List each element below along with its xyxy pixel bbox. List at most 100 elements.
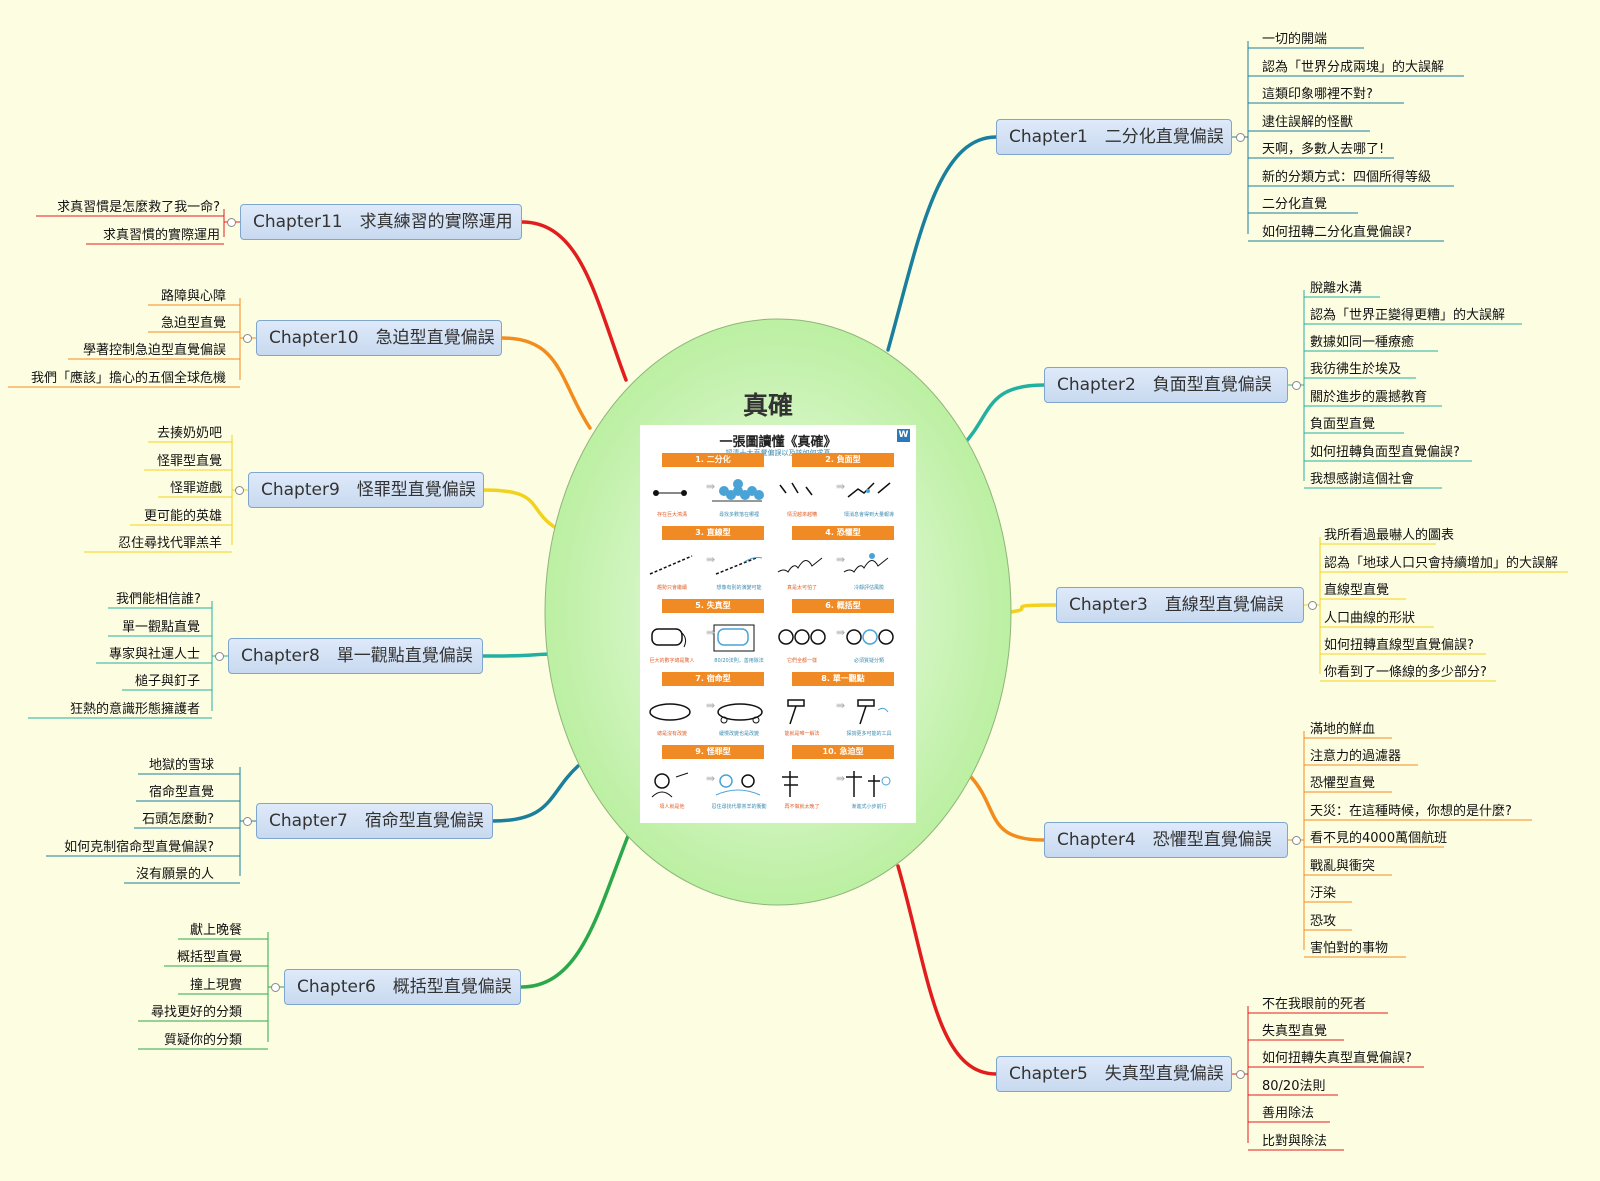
ch10-subtopic[interactable]: 學著控制急迫型直覺偏誤 [82, 343, 226, 358]
ch1-subtopic[interactable]: 逮住誤解的怪獸 [1262, 115, 1354, 130]
infographic-caption-problem: 存在巨大鴻溝 [656, 512, 687, 518]
ch6-subtopic[interactable]: 獻上晚餐 [189, 923, 242, 938]
ch11-collapse-toggle[interactable] [227, 217, 236, 227]
ch3-subtopic[interactable]: 你看到了一條線的多少部分? [1324, 665, 1487, 680]
ch8-connector [481, 652, 552, 658]
central-topic-title[interactable]: 真確 [743, 391, 794, 420]
ch7-subtopic[interactable]: 如何克制宿命型直覺偏誤? [64, 840, 214, 855]
ch4-collapse-toggle[interactable] [1292, 835, 1301, 845]
ch6-subtopic[interactable]: 質疑你的分類 [163, 1033, 242, 1048]
ch5-collapse-toggle[interactable] [1236, 1069, 1245, 1079]
ch5-subtopic[interactable]: 80/20法則 [1262, 1079, 1326, 1094]
ch3-topic[interactable]: Chapter3 直線型直覺偏誤 [1056, 587, 1304, 623]
ch4-subtopic[interactable]: 汙染 [1310, 886, 1337, 901]
ch6-collapse-toggle[interactable] [271, 982, 280, 992]
ch4-subtopic[interactable]: 戰亂與衝突 [1310, 859, 1376, 874]
ch1-connector [886, 135, 998, 352]
ch1-subtopic[interactable]: 天啊，多數人去哪了! [1262, 142, 1385, 157]
ch8-subtopic[interactable]: 槌子與釘子 [134, 674, 200, 689]
ch9-subtopic[interactable]: 忍住尋找代罪羔羊 [117, 536, 222, 551]
ch2-subtopic[interactable]: 數據如同一種療癒 [1310, 335, 1415, 350]
ch1-subtopic[interactable]: 這類印象哪裡不對? [1262, 87, 1373, 102]
ch4-subtopic[interactable]: 滿地的鮮血 [1310, 722, 1376, 737]
ch2-subtopic[interactable]: 關於進步的震撼教育 [1310, 390, 1428, 405]
infographic-cell-label: 10. 急迫型 [792, 745, 894, 759]
ch4-subtopic[interactable]: 害怕對的事物 [1310, 941, 1389, 956]
infographic-pictogram-icon [787, 699, 889, 725]
ch10-subtopic[interactable]: 路障與心障 [160, 289, 226, 304]
ch10-subtopic[interactable]: 我們「應該」擔心的五個全球危機 [30, 371, 226, 386]
infographic-image: 一張圖讀懂《真確》 認清十大直覺偏誤以及該如何求真 W 1. 二分化⇛存在巨大鴻… [640, 425, 916, 823]
ch9-subtopic[interactable]: 去揍奶奶吧 [156, 426, 222, 441]
ch2-subtopic[interactable]: 認為「世界正變得更糟」的大誤解 [1310, 308, 1506, 323]
ch8-subtopic[interactable]: 專家與社運人士 [108, 647, 200, 662]
ch10-collapse-toggle[interactable] [243, 333, 252, 343]
ch2-subtopic[interactable]: 負面型直覺 [1310, 417, 1376, 432]
ch8-topic[interactable]: Chapter8 單一觀點直覺偏誤 [228, 638, 483, 674]
ch3-subtopic[interactable]: 認為「地球人口只會持續增加」的大誤解 [1324, 556, 1559, 571]
ch4-subtopic[interactable]: 恐攻 [1310, 914, 1337, 929]
ch8-subtopic[interactable]: 單一觀點直覺 [121, 620, 200, 635]
ch4-topic[interactable]: Chapter4 恐懼型直覺偏誤 [1044, 822, 1288, 858]
ch3-subtopic[interactable]: 直線型直覺 [1324, 583, 1390, 598]
ch9-subtopic[interactable]: 怪罪遊戲 [169, 481, 222, 496]
ch1-subtopic[interactable]: 新的分類方式：四個所得等級 [1262, 170, 1432, 185]
ch6-topic[interactable]: Chapter6 概括型直覺偏誤 [284, 969, 521, 1005]
ch1-subtopic[interactable]: 如何扭轉二分化直覺偏誤? [1262, 225, 1412, 240]
ch4-connector [968, 774, 1046, 842]
ch5-topic[interactable]: Chapter5 失真型直覺偏誤 [996, 1056, 1232, 1092]
ch5-subtopic[interactable]: 不在我眼前的死者 [1262, 997, 1367, 1012]
ch2-subtopic[interactable]: 我彷彿生於埃及 [1310, 362, 1402, 377]
ch8-subtopic[interactable]: 狂熱的意識形態擁護者 [69, 702, 200, 717]
ch3-collapse-toggle[interactable] [1308, 600, 1317, 610]
ch11-subtopic[interactable]: 求真習慣是怎麼救了我一命? [57, 200, 220, 215]
ch5-subtopic[interactable]: 比對與除法 [1262, 1134, 1328, 1149]
infographic-cell-label: 6. 概括型 [792, 599, 894, 613]
ch2-subtopic[interactable]: 我想感謝這個社會 [1310, 472, 1415, 487]
infographic-caption-solution: 壞消息會得到大量報導 [843, 512, 894, 518]
ch5-subtopic[interactable]: 如何扭轉失真型直覺偏誤? [1262, 1051, 1412, 1066]
ch2-subtopic[interactable]: 脫離水溝 [1310, 281, 1363, 296]
infographic-caption-problem: 趨勢只會繼續 [656, 585, 687, 591]
ch9-subtopic[interactable]: 怪罪型直覺 [156, 454, 222, 469]
ch2-topic[interactable]: Chapter2 負面型直覺偏誤 [1044, 367, 1288, 403]
ch4-subtopic[interactable]: 注意力的過濾器 [1310, 749, 1402, 764]
ch3-subtopic[interactable]: 如何扭轉直線型直覺偏誤? [1324, 638, 1474, 653]
ch10-topic[interactable]: Chapter10 急迫型直覺偏誤 [256, 320, 502, 356]
ch6-subtopic[interactable]: 概括型直覺 [176, 950, 242, 965]
infographic-cell: 2. 負面型⇛情況越來越糟壞消息會得到大量報導 [772, 453, 900, 525]
ch4-subtopic[interactable]: 恐懼型直覺 [1310, 776, 1376, 791]
ch5-subtopic[interactable]: 失真型直覺 [1262, 1024, 1328, 1039]
ch4-subtopic[interactable]: 天災：在這種時候，你想的是什麼? [1310, 804, 1512, 819]
ch1-subtopic[interactable]: 二分化直覺 [1262, 197, 1328, 212]
ch9-subtopic[interactable]: 更可能的英雄 [143, 509, 222, 524]
ch7-subtopic[interactable]: 地獄的雪球 [148, 758, 214, 773]
ch1-subtopic[interactable]: 一切的開端 [1262, 32, 1328, 47]
ch3-subtopic[interactable]: 人口曲線的形狀 [1324, 611, 1416, 626]
ch2-collapse-toggle[interactable] [1292, 380, 1301, 390]
ch11-subtopic[interactable]: 求真習慣的實際運用 [102, 228, 220, 243]
ch8-subtopic[interactable]: 我們能相信誰? [116, 592, 201, 607]
ch5-subtopic[interactable]: 善用除法 [1262, 1106, 1315, 1121]
ch11-topic[interactable]: Chapter11 求真練習的實際運用 [240, 204, 522, 240]
ch6-subtopic[interactable]: 撞上現實 [189, 978, 242, 993]
ch1-topic[interactable]: Chapter1 二分化直覺偏誤 [996, 119, 1232, 155]
ch7-subtopic[interactable]: 宿命型直覺 [148, 785, 214, 800]
infographic-cell: 8. 單一觀點⇛能就是唯一解法探詢更多可能的工具 [772, 672, 900, 744]
ch7-topic[interactable]: Chapter7 宿命型直覺偏誤 [256, 803, 493, 839]
ch8-collapse-toggle[interactable] [215, 651, 224, 661]
ch6-subtopic[interactable]: 尋找更好的分類 [150, 1005, 242, 1020]
ch9-topic[interactable]: Chapter9 怪罪型直覺偏誤 [248, 472, 484, 508]
infographic-cell: 6. 概括型⇛它們全都一樣必須質疑分類 [772, 599, 900, 671]
ch1-collapse-toggle[interactable] [1236, 132, 1245, 142]
ch1-subtopic[interactable]: 認為「世界分成兩塊」的大誤解 [1262, 60, 1445, 75]
infographic-caption-solution: 忍住尋找代罪羔羊的衝動 [711, 804, 767, 810]
ch2-subtopic[interactable]: 如何扭轉負面型直覺偏誤? [1310, 445, 1460, 460]
ch9-collapse-toggle[interactable] [235, 485, 244, 495]
ch7-collapse-toggle[interactable] [243, 816, 252, 826]
ch7-subtopic[interactable]: 沒有願景的人 [135, 867, 214, 882]
ch4-subtopic[interactable]: 看不見的4000萬個航班 [1310, 831, 1448, 846]
ch7-subtopic[interactable]: 石頭怎麼動? [142, 812, 214, 827]
ch10-subtopic[interactable]: 急迫型直覺 [160, 316, 226, 331]
ch3-subtopic[interactable]: 我所看過最嚇人的圖表 [1324, 528, 1455, 543]
